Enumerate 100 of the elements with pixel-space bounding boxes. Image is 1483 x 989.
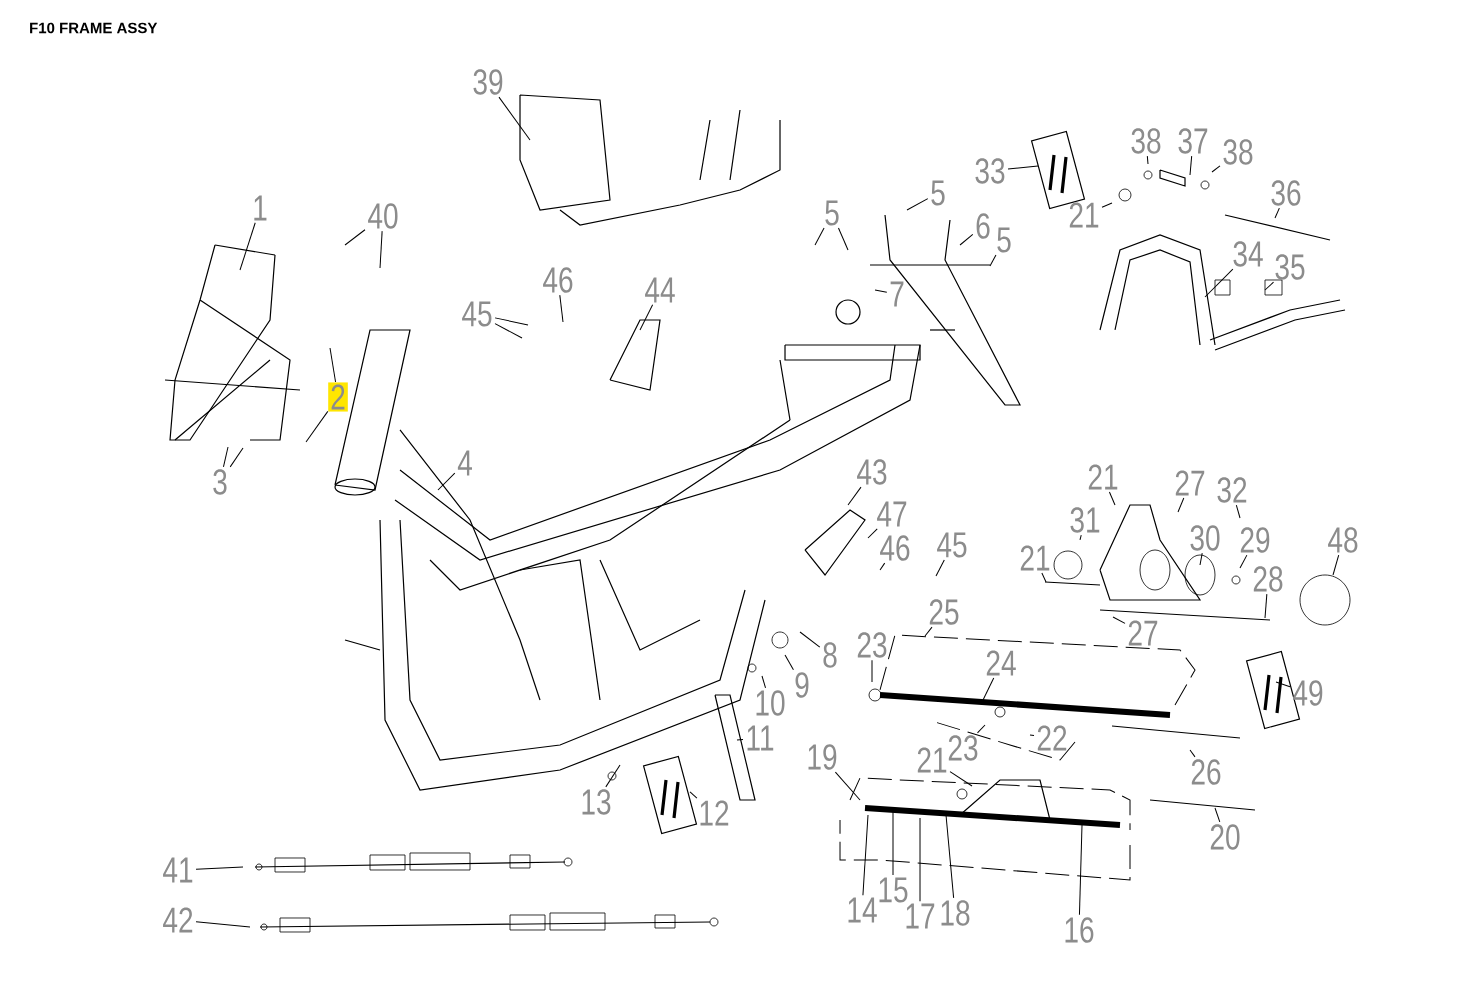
callout-number: 20: [1210, 824, 1240, 850]
callout-number: 24: [986, 650, 1016, 676]
callout-number: 38: [1131, 128, 1161, 154]
callout-number: 1: [254, 195, 267, 221]
leader-line: [871, 659, 873, 683]
leader-line: [239, 222, 256, 271]
callout-number: 17: [906, 903, 935, 929]
callout-number: 11: [747, 725, 774, 751]
callout-number: 8: [823, 642, 837, 668]
callout-number: 25: [929, 599, 959, 625]
leader-line: [1204, 268, 1234, 298]
leader-line: [437, 472, 456, 491]
callout-number: 5: [931, 180, 945, 206]
callout-number: 21: [1069, 202, 1099, 228]
leader-line: [1211, 165, 1221, 173]
callout-number: 4: [457, 450, 472, 476]
callout-number: 29: [1240, 527, 1270, 553]
leader-line: [847, 486, 862, 506]
title: F10 FRAME ASSY: [30, 22, 158, 34]
callout-number: 44: [645, 277, 675, 303]
callout-number: 40: [368, 203, 398, 229]
callout-number: 14: [848, 897, 877, 923]
leader-line: [838, 227, 849, 251]
leader-line: [689, 791, 698, 799]
leader-line: [639, 304, 654, 331]
leader-line: [229, 447, 244, 468]
leader-line: [379, 230, 383, 269]
callout-number: 7: [890, 281, 904, 307]
leader-line: [736, 738, 744, 741]
callout-number: 45: [937, 532, 967, 558]
leader-line: [559, 294, 564, 323]
callout-number: 6: [976, 213, 990, 239]
callout-number: 18: [941, 900, 970, 926]
leader-line: [862, 814, 869, 896]
leader-line: [1007, 165, 1039, 170]
callout-number: 23: [857, 632, 887, 658]
callout-number: 36: [1271, 180, 1301, 206]
callout-number: 41: [163, 857, 193, 883]
leader-line: [1146, 155, 1149, 165]
leader-line: [867, 528, 878, 539]
leader-line: [1112, 616, 1126, 624]
callout-number: 3: [213, 469, 227, 495]
callout-number: 37: [1178, 128, 1208, 154]
leader-line: [1239, 554, 1248, 569]
leader-line: [1189, 749, 1196, 758]
callout-number: 49: [1293, 680, 1323, 706]
callout-number: 27: [1175, 470, 1205, 496]
leader-line: [989, 254, 997, 267]
leader-line: [1332, 554, 1340, 576]
callout-number: 12: [700, 800, 729, 826]
leader-line: [1275, 681, 1291, 688]
callout-number: 39: [473, 69, 503, 95]
leader-line: [605, 764, 621, 788]
callout-number: 46: [880, 535, 910, 561]
callout-number: 35: [1275, 254, 1305, 280]
callout-number: 10: [756, 690, 785, 716]
leader-line: [1199, 552, 1203, 566]
leader-line: [879, 562, 886, 571]
callout-number: 19: [808, 744, 837, 770]
callout-number: 48: [1328, 527, 1358, 553]
callout-number: 26: [1191, 759, 1221, 785]
leader-line: [305, 410, 329, 443]
callout-number: 13: [582, 789, 611, 815]
leader-line: [222, 446, 229, 468]
leader-line: [1079, 534, 1082, 541]
leader-line: [799, 631, 821, 648]
callout-number: 21: [1020, 545, 1050, 571]
leader-line: [1101, 202, 1113, 208]
leader-line: [977, 724, 986, 734]
leader-line: [892, 811, 894, 876]
leader-line: [874, 289, 888, 293]
callout-number: 5: [825, 200, 839, 226]
leader-line: [935, 559, 945, 577]
leader-line: [1214, 807, 1221, 823]
leader-line: [329, 347, 337, 383]
callout-number: 47: [877, 501, 907, 527]
callout-number: 22: [1037, 725, 1067, 751]
leader-line: [1041, 572, 1047, 583]
leader-line: [494, 317, 529, 326]
leader-line: [761, 675, 766, 689]
callout-number: 21: [1088, 464, 1118, 490]
leader-line: [1264, 281, 1275, 291]
leader-line: [959, 233, 974, 246]
leader-line: [195, 866, 244, 870]
callout-number: 46: [543, 267, 573, 293]
leader-line: [906, 198, 929, 211]
callout-number: 5: [997, 227, 1011, 253]
callout-number: 43: [857, 459, 887, 485]
leader-line: [834, 771, 861, 801]
callout-number: 45: [462, 301, 492, 327]
leader-line: [924, 626, 933, 637]
callout-number: 28: [1253, 566, 1283, 592]
callout-number: 2: [328, 382, 348, 412]
leader-line: [1108, 491, 1116, 506]
callout-number: 27: [1128, 620, 1158, 646]
callout-number: 38: [1223, 139, 1253, 165]
leader-line: [1177, 497, 1185, 513]
leader-line: [949, 771, 973, 787]
leader-line: [1264, 593, 1268, 619]
leader-line: [1235, 504, 1241, 519]
